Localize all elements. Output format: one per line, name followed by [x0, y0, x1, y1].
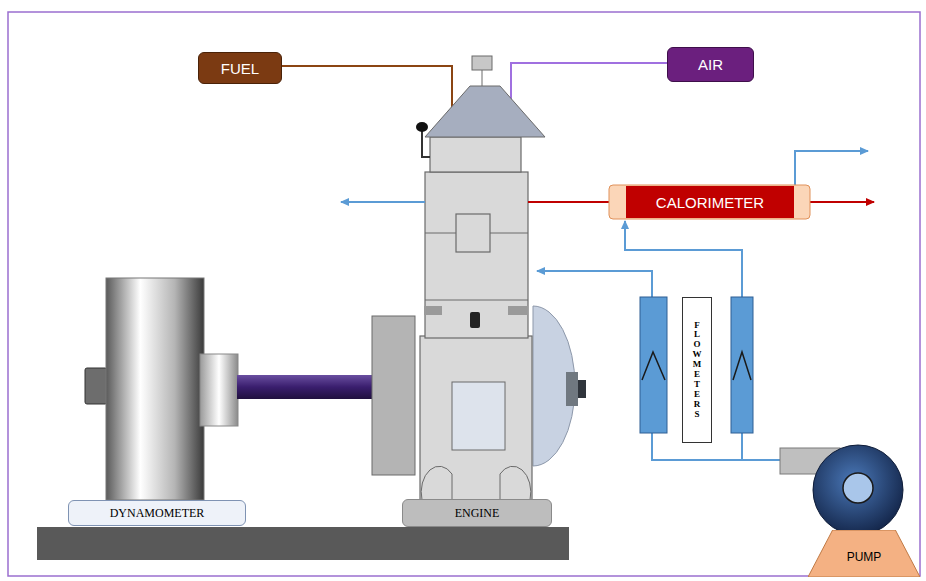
- engine-body-part: [482, 70, 483, 86]
- flow-meter-tube-part: [733, 352, 751, 380]
- node-label: DYNAMOMETER: [110, 506, 205, 521]
- water-pipes-part: [741, 433, 743, 460]
- pump-unit-part: [843, 473, 873, 503]
- pump-base: PUMP: [808, 530, 920, 577]
- engine-body: [372, 56, 586, 500]
- engine-body-part: [472, 56, 492, 70]
- engine-body-part: [422, 130, 430, 157]
- engine-body-part: [420, 336, 532, 500]
- node-label: FLOW METERS: [693, 321, 702, 420]
- node-label: ENGINE: [455, 506, 500, 521]
- dynamometer-drum-part: [237, 375, 373, 399]
- fuel-line: [282, 66, 452, 118]
- air-box: AIR: [667, 47, 754, 82]
- flow-meters-box: FLOW METERS: [682, 297, 712, 443]
- water-outlet: [341, 202, 425, 203]
- pump-unit-part: [813, 445, 903, 535]
- engine-label: ENGINE: [402, 499, 552, 527]
- dynamometer-drum: [85, 278, 373, 500]
- exhaust-line-part: [810, 201, 874, 203]
- flow-meter-tube-part: [731, 297, 753, 433]
- node-label: PUMP: [847, 550, 882, 564]
- dynamometer-label: DYNAMOMETER: [68, 500, 246, 526]
- engine-body-part: [456, 214, 490, 252]
- node-label: AIR: [698, 56, 723, 73]
- flow-meter-tube-part: [642, 352, 665, 380]
- frame-border: [8, 12, 920, 576]
- engine-body-part: [470, 312, 480, 328]
- pump-base-outline: [808, 530, 920, 577]
- calorimeter-outlet-part: [795, 151, 868, 185]
- exhaust-line-part: [528, 201, 609, 203]
- engine-body-part: [508, 306, 528, 315]
- dynamometer-drum-part: [106, 278, 204, 500]
- water-pipes-part: [652, 433, 782, 460]
- engine-body-part: [421, 466, 452, 500]
- engine-body-part: [452, 382, 505, 450]
- air-line: [511, 63, 667, 116]
- engine-body-part: [372, 316, 415, 475]
- flow-meter-tube-part: [640, 297, 667, 433]
- water-pipes-part: [537, 271, 652, 297]
- dynamometer-drum-part: [200, 354, 238, 426]
- engine-body-part: [425, 300, 528, 301]
- node-label: FUEL: [221, 60, 259, 77]
- engine-body-part: [424, 306, 442, 315]
- water-pipes: [537, 221, 782, 460]
- fuel-line-part: [282, 66, 452, 118]
- node-label: CALORIMETER: [656, 194, 764, 211]
- engine-body-part: [416, 122, 428, 132]
- fuel-box: FUEL: [198, 52, 282, 84]
- engine-body-part: [500, 466, 531, 500]
- calorimeter-outlet: [795, 151, 868, 185]
- dynamometer-drum-part: [85, 368, 107, 404]
- engine-body-part: [425, 172, 528, 338]
- bed-plate: [37, 527, 569, 560]
- calorimeter-box: CALORIMETER: [626, 186, 794, 218]
- engine-body-part: [566, 372, 578, 406]
- air-line-part: [511, 63, 667, 116]
- calorimeter-body: [609, 185, 810, 219]
- engine-body-part: [578, 380, 586, 398]
- pump-unit: [780, 445, 903, 535]
- engine-body-part: [430, 137, 521, 172]
- engine-body-part: [425, 86, 545, 137]
- water-outlet-part: [341, 201, 425, 203]
- water-pipes-part: [625, 221, 742, 297]
- calorimeter-body-part: [609, 185, 810, 219]
